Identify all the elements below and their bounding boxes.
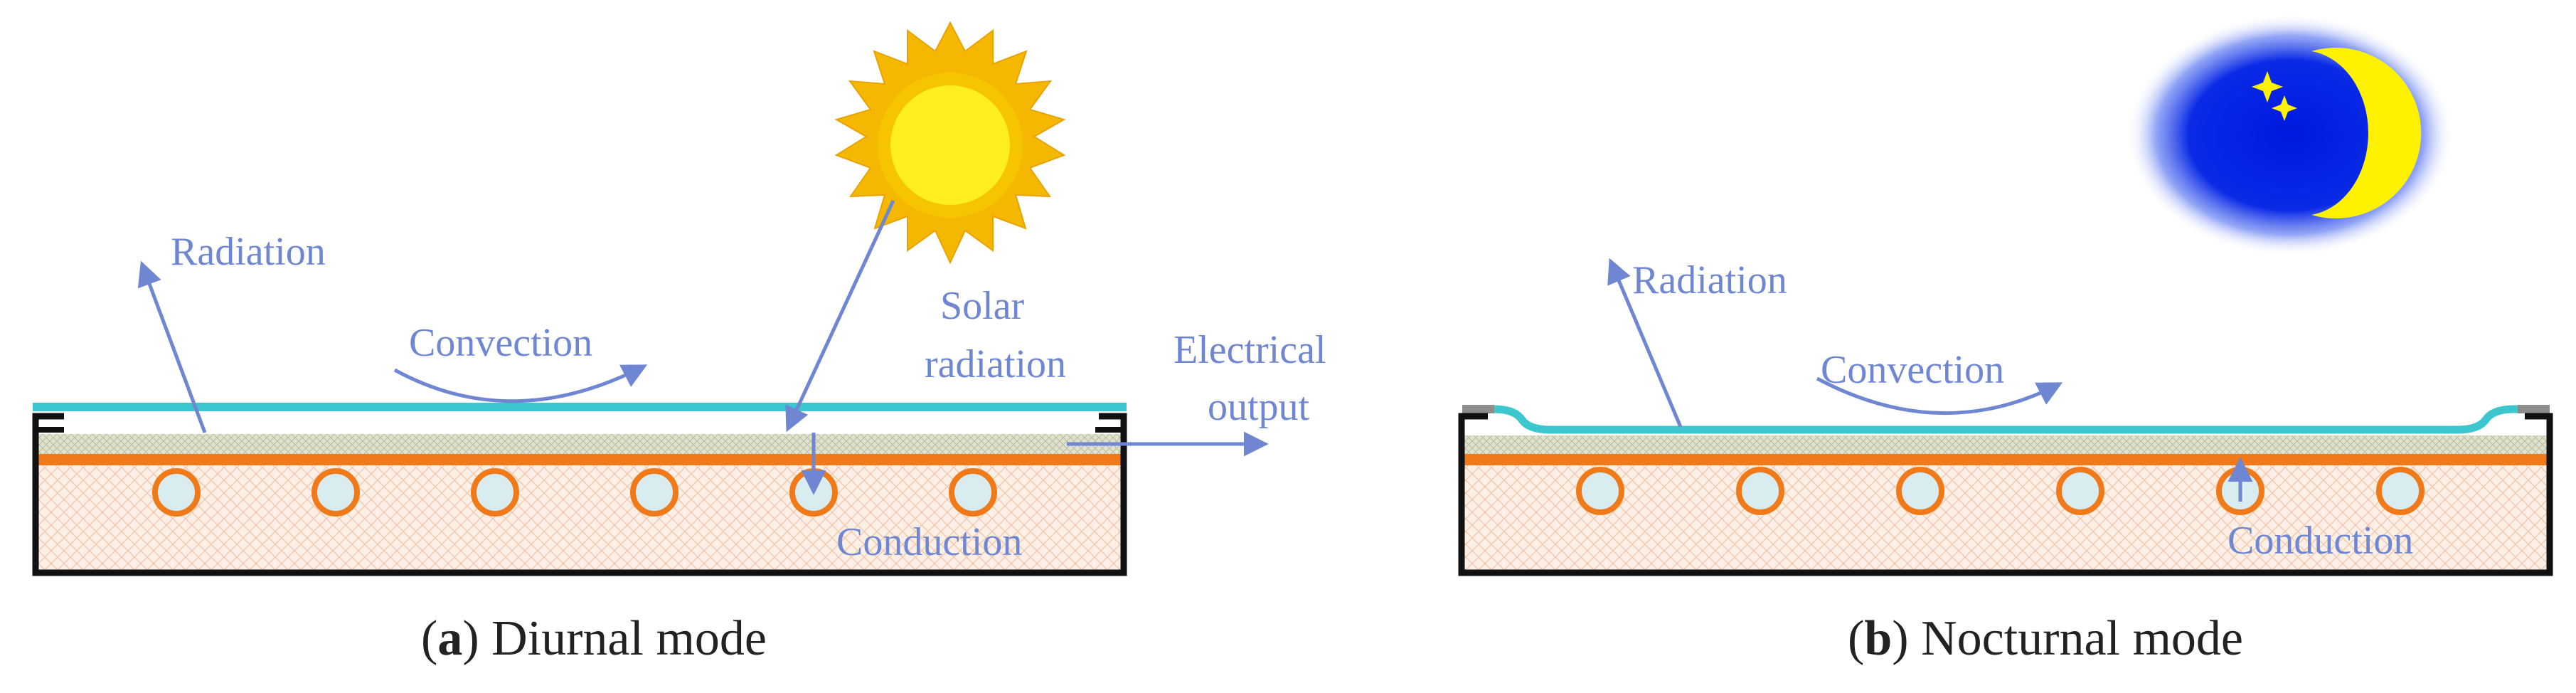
caption-b: (b) Nocturnal mode xyxy=(1848,611,2243,666)
moon-icon xyxy=(2127,14,2454,256)
radiation-arrow xyxy=(1607,258,1683,428)
tube xyxy=(152,468,201,517)
convection-arrow xyxy=(393,364,648,403)
absorber-plate xyxy=(1462,454,2550,465)
convection-label: Convection xyxy=(409,321,592,365)
tube xyxy=(1576,467,1624,515)
tube xyxy=(1896,467,1944,515)
conduction-label: Conduction xyxy=(2228,519,2413,563)
radiation-label: Radiation xyxy=(171,230,326,274)
absorber-plate xyxy=(36,454,1124,465)
cover-holder-left xyxy=(1462,405,1494,413)
collector-insulation xyxy=(1462,459,2550,573)
electrical-output-label-2: output xyxy=(1208,385,1310,429)
radiation-label: Radiation xyxy=(1632,258,1787,302)
conduction-label: Conduction xyxy=(836,520,1022,564)
star-icon xyxy=(2272,95,2297,121)
tube xyxy=(1736,467,1784,515)
convection-arrow xyxy=(1816,376,2063,415)
radiation-arrow xyxy=(137,260,207,433)
star-icon xyxy=(2252,71,2283,102)
solar-radiation-arrow xyxy=(785,199,895,433)
pv-layer xyxy=(36,434,1124,454)
sun-icon xyxy=(834,21,1066,265)
tube xyxy=(2376,467,2425,515)
collector-insulation xyxy=(36,459,1124,573)
glass-cover xyxy=(1465,405,2550,434)
pv-layer xyxy=(1462,435,2550,454)
solar-radiation-label-1: Solar xyxy=(940,284,1025,328)
tube xyxy=(471,468,519,517)
panel-b: Radiation Convection Conduction (b) Noct… xyxy=(1458,14,2553,666)
solar-radiation-label-2: radiation xyxy=(925,342,1066,386)
electrical-output-label-1: Electrical xyxy=(1173,328,1326,372)
cover-holder-right xyxy=(2518,405,2550,413)
tube xyxy=(630,468,678,517)
panel-a: Radiation Convection Solar radiation Ele… xyxy=(32,21,1326,666)
tube xyxy=(312,468,360,517)
convection-label: Convection xyxy=(1821,348,2004,392)
glass-cover xyxy=(33,403,1127,411)
tube xyxy=(2056,467,2104,515)
tube xyxy=(949,468,997,517)
collector-frame xyxy=(1458,413,2553,576)
caption-a: (a) Diurnal mode xyxy=(421,611,767,666)
